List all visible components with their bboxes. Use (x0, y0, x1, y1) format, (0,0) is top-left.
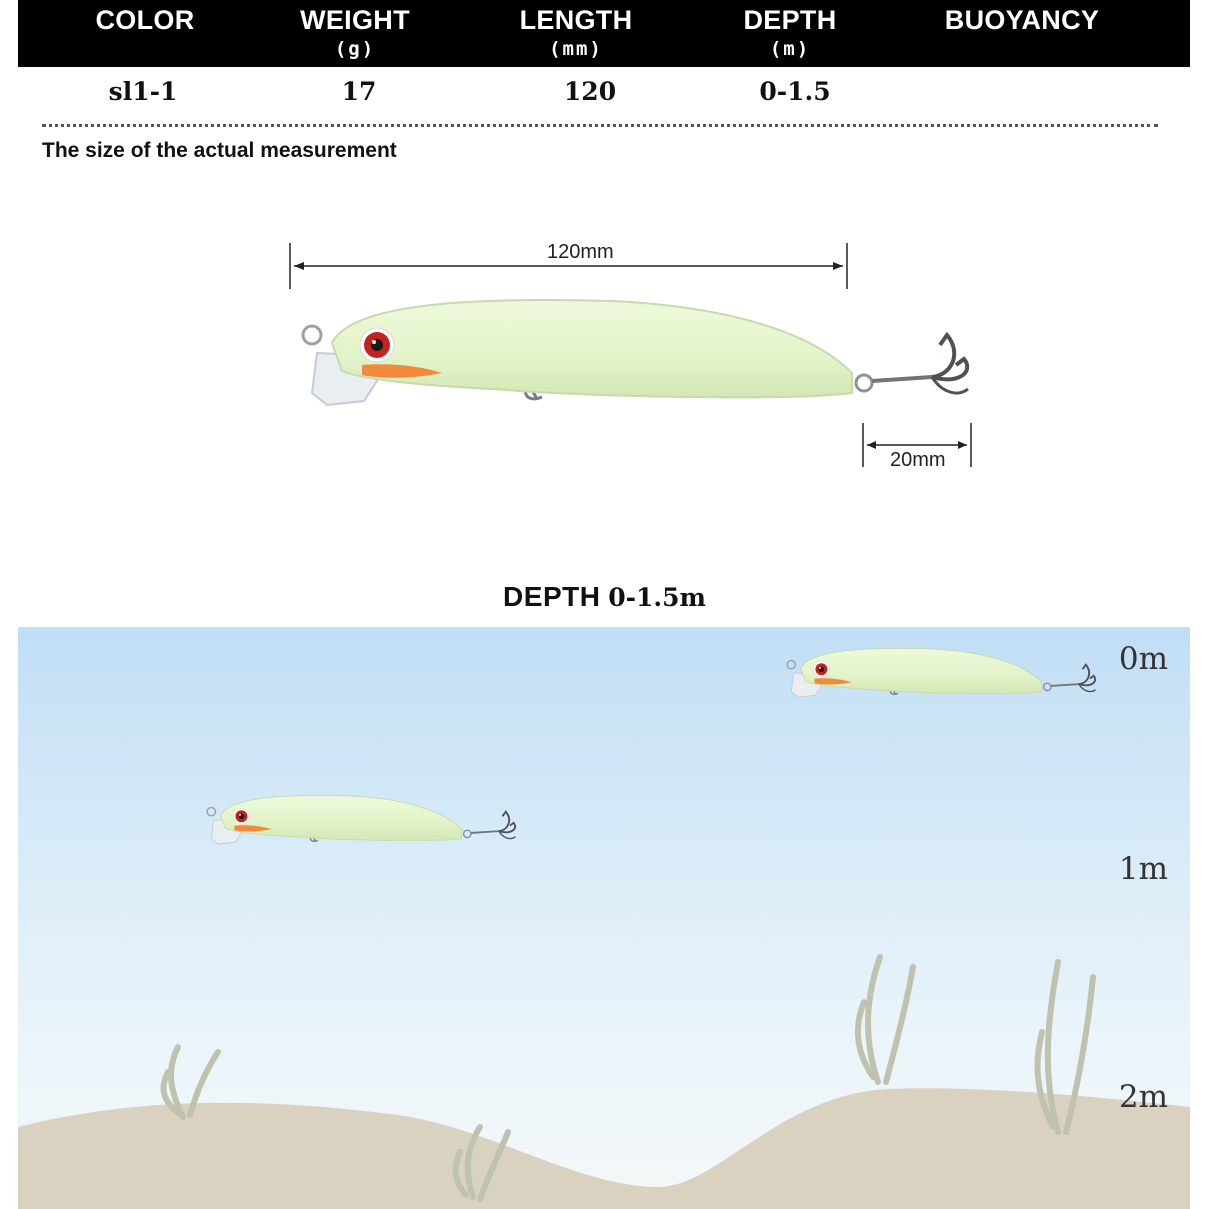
fishing-lure-icon (292, 293, 982, 413)
header-color: COLOR (45, 0, 245, 38)
depth-label-2m: 2m (1118, 1079, 1168, 1115)
value-depth: 0-1.5 (759, 77, 831, 106)
header-length-unit: (mm) (549, 38, 603, 60)
hook-length-label: 20mm (886, 448, 950, 472)
header-length-label: LENGTH (519, 5, 633, 35)
depth-title-strong: DEPTH (503, 581, 601, 612)
fishing-lure-icon (782, 645, 1102, 701)
depth-chart-water: 0m 1m 2m (18, 627, 1190, 1209)
dimension-lines (289, 243, 972, 467)
header-depth-unit: (m) (769, 38, 811, 60)
measurement-note: The size of the actual measurement (42, 139, 397, 162)
lure-measurement-figure: 120mm 20mm (270, 235, 990, 475)
value-color: sl1-1 (108, 77, 178, 106)
body-length-label: 120mm (543, 240, 618, 264)
fishing-lure-icon (202, 792, 522, 848)
header-buoyancy: BUOYANCY (922, 0, 1122, 38)
value-weight: 17 (341, 77, 377, 106)
depth-title-range: 0-1.5m (608, 583, 706, 612)
seabed (18, 954, 1190, 1209)
depth-label-1m: 1m (1118, 851, 1168, 887)
depth-title: DEPTH 0-1.5m (0, 578, 1209, 617)
header-length: LENGTH (mm) (476, 0, 676, 60)
depth-label-0m: 0m (1118, 641, 1168, 677)
spec-table-header: COLOR WEIGHT (mm) (g) LENGTH (mm) DEPTH … (18, 0, 1190, 67)
header-depth: DEPTH (m) (690, 0, 890, 60)
seaweed-icon (160, 954, 1096, 1202)
header-color-label: COLOR (95, 5, 195, 35)
dotted-divider (42, 124, 1158, 127)
header-weight-unit-text: (g) (334, 38, 376, 60)
header-depth-label: DEPTH (743, 5, 837, 35)
header-weight-label: WEIGHT (300, 5, 410, 35)
header-buoyancy-label: BUOYANCY (944, 5, 1100, 35)
spec-table-row: sl1-1 17 120 0-1.5 (18, 72, 1190, 112)
header-weight: WEIGHT (mm) (g) (255, 0, 455, 60)
value-length: 120 (563, 77, 617, 106)
